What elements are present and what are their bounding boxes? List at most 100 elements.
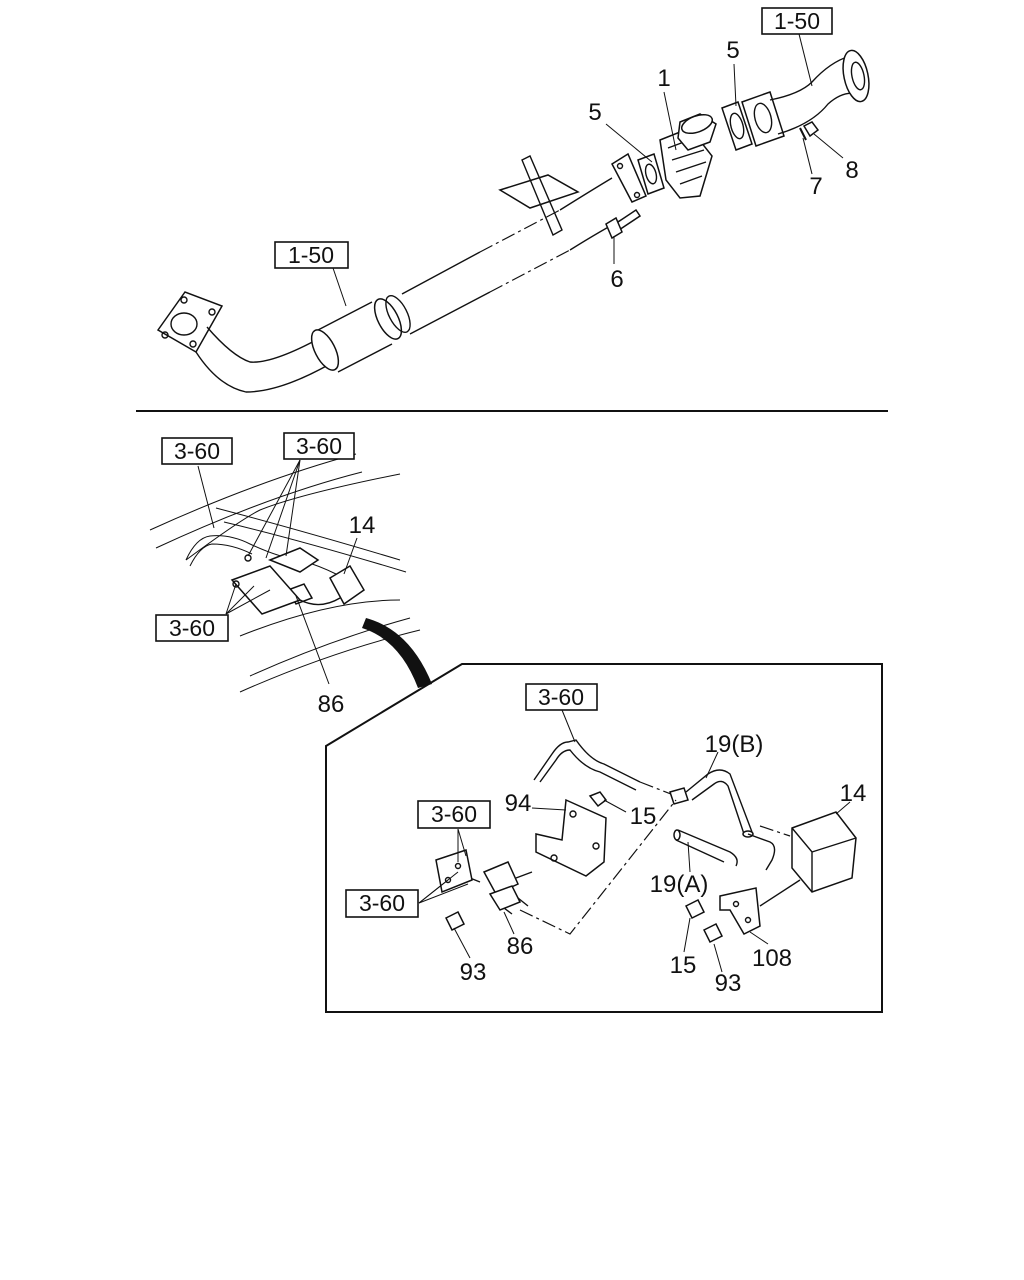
callout-15-upper: 15 [630, 803, 657, 830]
solenoid-valve-86 [482, 861, 519, 895]
ref-label: 3-60 [296, 433, 342, 459]
vacuum-pipe [533, 739, 641, 783]
main-pipe [409, 291, 491, 335]
ref-box-3-60-e[interactable]: 3-60 [417, 800, 491, 829]
callout-14-detail: 14 [840, 780, 867, 807]
hose-19b [685, 769, 753, 833]
callout-19b: 19(B) [705, 731, 764, 758]
ref-label: 1-50 [774, 8, 820, 34]
gasket-5-left [637, 153, 665, 195]
hose-19a [675, 839, 725, 863]
ref-label: 1-50 [288, 242, 334, 268]
pipe-hanger-bracket [498, 174, 580, 209]
gasket-bore [644, 163, 658, 185]
pipe-to-14 [759, 825, 791, 837]
chassis-overview [149, 453, 421, 693]
pipe-coupling [385, 295, 411, 333]
nut-93-right [702, 922, 724, 944]
tail-pipe-bore [850, 61, 866, 91]
callout-86-detail: 86 [507, 933, 534, 960]
actuator-cap [680, 113, 714, 135]
callout-7: 7 [809, 173, 822, 200]
detail-leaders [418, 709, 851, 973]
pipe-coupling [373, 298, 403, 340]
front-flange-bolt-hole [208, 308, 216, 316]
flange-bolt-hole [616, 162, 624, 170]
front-flange-bolt-hole [189, 340, 197, 348]
hose-19a [677, 829, 738, 867]
ref-label: 3-60 [174, 438, 220, 464]
front-pipe [206, 326, 321, 363]
control-box-14 [791, 827, 857, 892]
detail-panel-frame [325, 663, 883, 1013]
callout-94: 94 [505, 790, 532, 817]
callout-15-lower: 15 [670, 952, 697, 979]
callout-5-right: 5 [726, 37, 739, 64]
bracket-94 [535, 798, 607, 877]
ref-box-3-60-b[interactable]: 3-60 [283, 432, 355, 460]
hose-19b [691, 780, 745, 835]
callout-108: 108 [752, 945, 792, 972]
callout-1: 1 [657, 65, 670, 92]
vacuum-pipe [539, 749, 637, 791]
front-pipe-flange [156, 291, 224, 354]
callout-5-left: 5 [588, 99, 601, 126]
exhaust-pipe-assembly [156, 49, 870, 393]
gasket-5-right [721, 101, 753, 151]
detail-assembly [435, 739, 857, 944]
control-box-14 [791, 811, 857, 893]
valve-bracket [435, 849, 473, 894]
ref-box-3-60-a[interactable]: 3-60 [161, 437, 233, 465]
ref-box-3-60-c[interactable]: 3-60 [155, 614, 229, 642]
ref-label: 3-60 [431, 801, 477, 827]
rear-pipe [777, 92, 863, 135]
middle-leaders [197, 459, 358, 685]
bracket-to-box [759, 879, 801, 907]
front-pipe [195, 351, 331, 393]
gasket-bore [729, 112, 745, 140]
pipe-coupling [317, 301, 393, 373]
hose-19a-end [673, 829, 681, 841]
rear-pipe-flange [741, 91, 785, 147]
washer-7 [799, 127, 807, 141]
tail-pipe-flange [842, 49, 870, 103]
ref-box-1-50-left[interactable]: 1-50 [274, 241, 349, 269]
ref-box-3-60-f[interactable]: 3-60 [345, 889, 419, 918]
nut-93-left [444, 910, 466, 932]
front-flange-bolt-hole [180, 296, 188, 304]
front-flange-bore [170, 312, 198, 336]
bracket-108 [719, 887, 761, 935]
bolt-6-head [605, 216, 623, 240]
ref-label: 3-60 [538, 684, 584, 710]
valve-port [503, 871, 533, 915]
upper-leaders [332, 33, 844, 307]
nut-15-lower [684, 898, 706, 920]
main-pipe [401, 251, 481, 295]
ref-label: 3-60 [169, 615, 215, 641]
solenoid-valve-86 [488, 885, 522, 911]
nut-15-upper [588, 791, 608, 808]
pipe-hanger-bracket [521, 155, 563, 236]
callout-19a: 19(A) [650, 871, 709, 898]
rear-pipe [769, 55, 851, 101]
detail-arrow [362, 618, 432, 688]
callout-86-overview: 86 [318, 691, 345, 718]
nut-8 [802, 121, 820, 138]
pipe-to-14 [747, 833, 776, 871]
callout-93-right: 93 [715, 970, 742, 997]
ref-box-3-60-d[interactable]: 3-60 [525, 683, 598, 711]
pipe-coupling [310, 329, 340, 371]
flange-bolt-hole [633, 191, 641, 199]
main-pipe-break [479, 209, 571, 293]
callout-14-overview: 14 [349, 512, 376, 539]
pipe-fitting [669, 787, 689, 805]
connection-path [519, 799, 677, 935]
callout-93-left: 93 [460, 959, 487, 986]
callout-8: 8 [845, 157, 858, 184]
rear-flange-bore [753, 102, 773, 134]
ref-label: 3-60 [359, 890, 405, 916]
front-flange-bolt-hole [161, 331, 169, 339]
ref-box-1-50-top[interactable]: 1-50 [761, 7, 833, 35]
callout-6: 6 [610, 266, 623, 293]
